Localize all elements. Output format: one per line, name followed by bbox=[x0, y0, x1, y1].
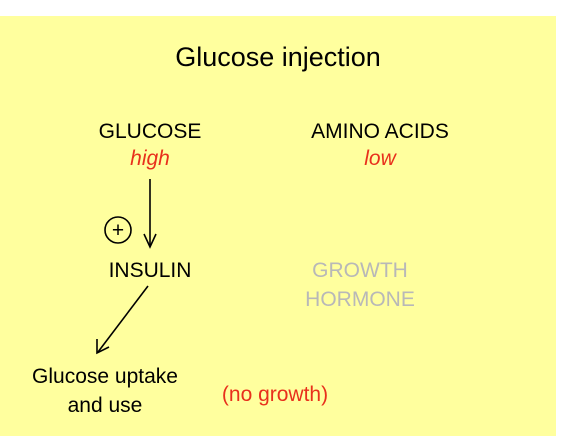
glucose-uptake-line2: and use bbox=[67, 394, 143, 417]
glucose-label: GLUCOSE bbox=[98, 120, 202, 143]
insulin-to-uptake-arrow bbox=[96, 285, 149, 355]
growth-hormone-line2: HORMONE bbox=[305, 288, 415, 311]
glucose-level: high bbox=[130, 147, 170, 170]
svg-text:+: + bbox=[112, 219, 124, 242]
glucose-uptake-line1: Glucose uptake bbox=[32, 365, 178, 388]
glucose-to-insulin-arrow bbox=[143, 179, 157, 249]
growth-hormone-line1: GROWTH bbox=[312, 259, 408, 282]
amino-acids-level: low bbox=[364, 147, 396, 170]
diagram-arrows: + bbox=[96, 179, 157, 355]
stimulation-plus-icon: + bbox=[104, 216, 132, 244]
no-growth-note: (no growth) bbox=[221, 383, 329, 406]
slide-title: Glucose injection bbox=[175, 42, 381, 72]
slide: Glucose injection GLUCOSE high AMINO ACI… bbox=[0, 16, 556, 436]
insulin-label: INSULIN bbox=[108, 259, 192, 282]
amino-acids-label: AMINO ACIDS bbox=[311, 120, 449, 143]
